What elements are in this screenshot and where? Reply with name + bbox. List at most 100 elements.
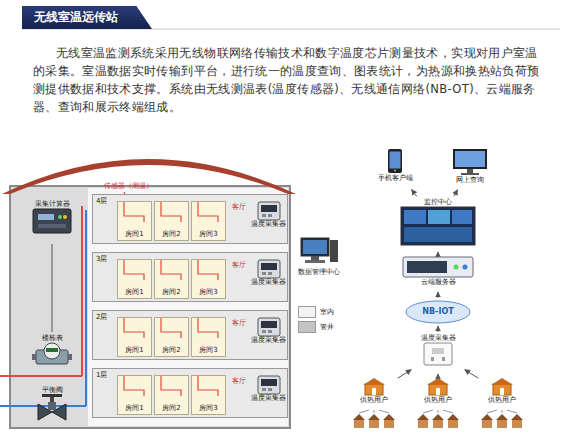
heating-pipe: [118, 318, 153, 344]
node-label: 云端服务器: [421, 278, 456, 286]
node-label: 房间2: [162, 404, 180, 412]
supply-riser: [81, 206, 83, 376]
floor-label: 4层: [96, 197, 107, 205]
room-box: 房间2: [154, 317, 189, 357]
room-box: 房间2: [154, 201, 189, 241]
valve-icon: [34, 394, 70, 424]
legend-swatch: [298, 306, 316, 318]
header-bar: 无线室温远传站: [22, 6, 152, 29]
heating-user: 供热用户: [352, 378, 396, 408]
web-icon: [452, 148, 488, 176]
heating-pipe: [118, 376, 153, 402]
room-box: 房间1: [117, 375, 152, 415]
heating-pipe: [192, 318, 227, 344]
legend-swatch: [298, 321, 316, 333]
connector: [52, 244, 53, 332]
connector: [398, 370, 412, 379]
node-label: 温度采集器: [251, 337, 286, 344]
floor-label: 1层: [96, 371, 107, 379]
node-label: 数据管理中心: [298, 268, 340, 276]
temperature-collector: 温度采集器: [249, 375, 288, 413]
node-label: 温度采集器: [421, 334, 456, 342]
node-label: 客厅: [232, 261, 246, 269]
node-label: 温度采集器: [251, 221, 286, 228]
mon-icon: [400, 206, 476, 246]
connector: [438, 252, 439, 254]
node-label: 房间2: [162, 346, 180, 354]
node-label: 客厅: [232, 319, 246, 327]
title: 无线室温远传站: [22, 11, 118, 25]
node-label: 房间3: [199, 288, 217, 296]
node-label: 采集计算器: [35, 200, 70, 208]
node-label: 房间3: [199, 230, 217, 238]
dev-icon: [32, 208, 72, 234]
building-roof: [2, 159, 296, 194]
node-label: 楼栋表: [42, 334, 63, 342]
connector: [454, 190, 458, 197]
heating-pipe: [155, 260, 190, 286]
connector: [412, 190, 417, 197]
room-box: 房间3: [191, 201, 226, 241]
mobile-client: 手机客户端: [372, 148, 418, 188]
supply-pipe: [0, 375, 82, 377]
floor-band: 4层房间1房间2房间3客厅温度采集器: [92, 194, 288, 244]
phone-icon: [387, 148, 403, 174]
room-box: 房间3: [191, 259, 226, 299]
box-icon: [423, 342, 453, 366]
nb-iot-network: NB-IOT: [405, 300, 471, 324]
building-meter: 楼栋表: [24, 334, 80, 376]
connector: [438, 326, 439, 332]
heating-pipe: [118, 202, 153, 228]
node-label: 手机客户端: [378, 174, 413, 182]
room-box: 房间2: [154, 259, 189, 299]
living-room-label: 客厅: [229, 319, 249, 331]
node-label: 房间1: [125, 288, 143, 296]
node-label: 平衡阀: [42, 386, 63, 394]
return-riser: [85, 210, 87, 406]
heating-pipe: [155, 318, 190, 344]
node-label: 房间3: [199, 346, 217, 354]
heating-pipe: [192, 202, 227, 228]
floor-band: 3层房间1房间2房间3客厅温度采集器: [92, 252, 288, 302]
data-center: 数据管理中心: [294, 236, 344, 282]
floor-band: 2层房间1 房间2 房间3 客厅温度采集器: [92, 310, 288, 360]
coll-icon: [257, 201, 281, 221]
heating-pipe: [155, 376, 190, 402]
node-label: 房间1: [125, 346, 143, 354]
cloud-server: 云端服务器: [400, 256, 476, 290]
floor-label: 2层: [96, 313, 107, 321]
legend-row: 管井: [298, 321, 334, 333]
user-icon: [491, 378, 513, 396]
temperature-collector: 温度采集器: [249, 317, 288, 355]
node-label: 供热用户: [424, 396, 452, 404]
body-paragraph: 无线室温监测系统采用无线物联网络传输技术和数字温度芯片测量技术，实现对用户室温的…: [33, 44, 548, 116]
node-label: 房间1: [125, 404, 143, 412]
node-label: 客厅: [232, 377, 246, 385]
building-interior: [88, 188, 288, 426]
temperature-collector: 温度采集器: [249, 259, 288, 297]
building-wall: [10, 186, 290, 428]
heating-user: 供热用户: [416, 378, 460, 408]
coll-icon: [257, 375, 281, 395]
pc-icon: [299, 236, 339, 268]
living-room-label: 客厅: [229, 377, 249, 389]
balance-valve: 平衡阀: [28, 386, 76, 428]
heating-pipe: [155, 202, 190, 228]
temperature-collector: 温度采集器: [249, 201, 288, 239]
node-label: 房间1: [125, 230, 143, 238]
room-box: 房间1: [117, 201, 152, 241]
living-room-label: 客厅: [229, 261, 249, 273]
room-box: 房间3: [191, 375, 226, 415]
heating-pipe: [118, 260, 153, 286]
node-label: 房间3: [199, 404, 217, 412]
connector: [438, 374, 439, 376]
srv-icon: [402, 256, 474, 278]
node-label: 房间2: [162, 230, 180, 238]
node-label: 供热用户: [488, 396, 516, 404]
connector: [465, 370, 479, 379]
legend-row: 室内: [298, 306, 334, 318]
connector: [438, 292, 439, 298]
node-label: 网上查询: [456, 176, 484, 184]
monitoring-center: 监控中心: [398, 198, 478, 250]
node-label: NB-IOT: [422, 307, 453, 316]
